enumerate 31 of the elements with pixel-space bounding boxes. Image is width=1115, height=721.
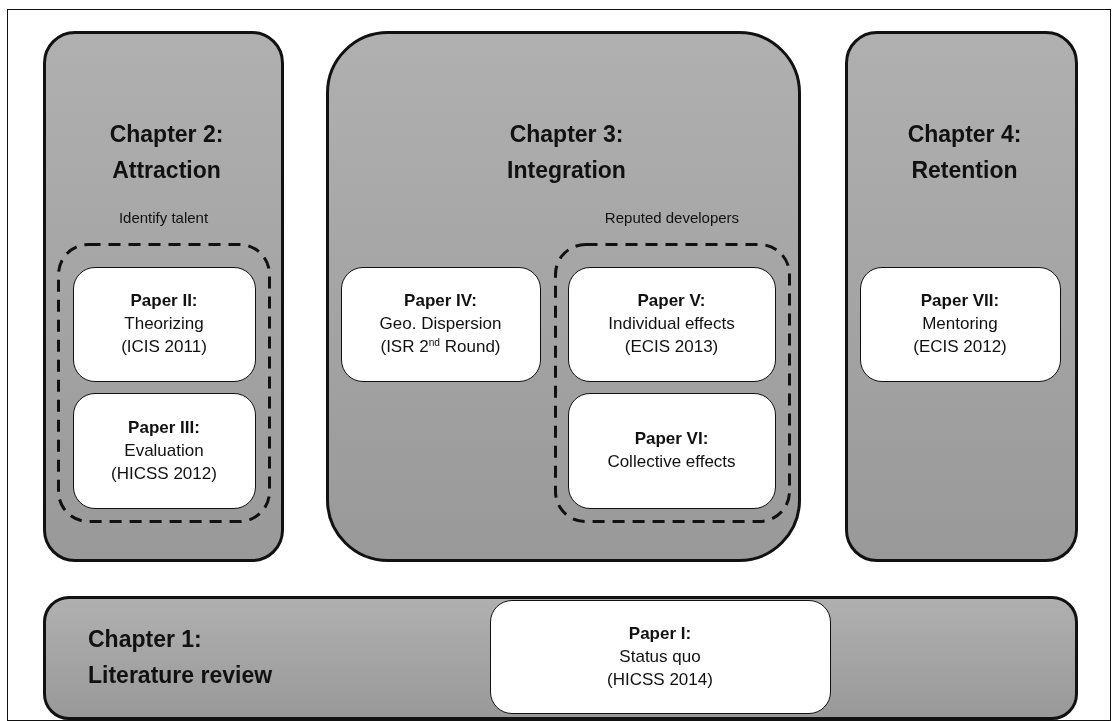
chapter-title: Chapter 3: Integration bbox=[506, 120, 627, 185]
chapter-panel bbox=[326, 31, 801, 562]
paper-box bbox=[489, 599, 831, 714]
paper-box bbox=[72, 392, 256, 509]
paper-box bbox=[859, 266, 1061, 382]
group-label: Identify talent bbox=[117, 207, 210, 228]
paper-description: Evaluation (HICSS 2012) bbox=[110, 439, 218, 485]
paper-box bbox=[340, 266, 541, 382]
chapter-panel bbox=[43, 31, 284, 562]
paper-title: Paper I: bbox=[628, 622, 692, 645]
chapter-title: Chapter 4: Retention bbox=[906, 120, 1023, 185]
paper-title: Paper III: bbox=[128, 416, 200, 439]
paper-box bbox=[567, 266, 776, 382]
paper-box bbox=[567, 392, 776, 509]
group-label: Reputed developers bbox=[603, 207, 741, 228]
paper-box bbox=[72, 266, 256, 382]
paper-title: Paper VI: bbox=[634, 428, 709, 450]
paper-title: Paper II: bbox=[130, 290, 198, 312]
paper-description: Individual effects (ECIS 2013) bbox=[607, 313, 736, 358]
chapter-panel bbox=[845, 31, 1078, 562]
paper-description: Theorizing (ICIS 2011) bbox=[120, 313, 208, 358]
paper-description: Mentoring (ECIS 2012) bbox=[912, 313, 1008, 358]
paper-description: Geo. Dispersion (ISR 2$^{nd}$ Round) bbox=[378, 313, 503, 358]
paper-title: Paper IV: bbox=[404, 290, 477, 312]
chapter-title: Chapter 1: Literature review bbox=[88, 625, 274, 690]
paper-title: Paper VII: bbox=[920, 290, 1000, 312]
paper-title: Paper V: bbox=[637, 290, 706, 312]
chapter-panel bbox=[43, 596, 1078, 720]
paper-description: Collective effects bbox=[607, 451, 736, 473]
paper-description: Status quo (HICSS 2014) bbox=[606, 645, 714, 691]
chapter-title: Chapter 2: Attraction bbox=[108, 120, 225, 185]
